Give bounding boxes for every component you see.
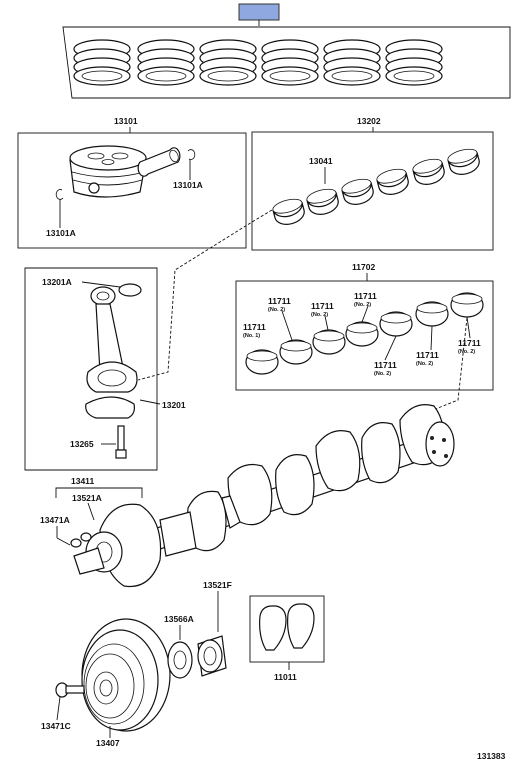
highlight-tag[interactable] (238, 3, 280, 21)
label-13201: 13201 (162, 400, 186, 410)
thrust-washer-box (249, 595, 325, 663)
label-11711-b: 11711 (311, 301, 334, 311)
crankshaft[interactable] (73, 404, 455, 588)
label-13471a: 13471A (40, 515, 70, 525)
label-13265: 13265 (70, 439, 94, 449)
damper-pulley[interactable] (81, 618, 171, 732)
label-11711-f: 11711 (416, 350, 439, 360)
piston-ring-frame (62, 26, 511, 99)
label-13041: 13041 (309, 156, 333, 166)
label-11711-c: 11711 (354, 291, 377, 301)
piston-pin[interactable] (137, 147, 181, 177)
pin-clip-left[interactable] (55, 189, 64, 200)
label-13407: 13407 (96, 738, 120, 748)
piston-box (17, 132, 247, 249)
label-13101a-right: 13101A (173, 180, 203, 190)
timing-gear[interactable] (197, 635, 227, 677)
crank-plugs[interactable] (70, 532, 92, 548)
label-11711-e-sub: (No. 2) (374, 371, 391, 377)
label-11011: 11011 (274, 672, 297, 682)
label-11711-g: 11711 (458, 338, 481, 348)
crank-sensor-plate[interactable] (167, 641, 193, 679)
label-11711-f-sub: (No. 2) (416, 361, 433, 367)
label-11711-g-sub: (No. 2) (458, 349, 475, 355)
rod-bolt[interactable] (115, 425, 127, 459)
connecting-rod-box (24, 267, 158, 471)
label-13566a: 13566A (164, 614, 194, 624)
rod-bearing-shells[interactable] (271, 147, 481, 228)
label-11711-e: 11711 (374, 360, 397, 370)
connecting-rod[interactable] (85, 286, 138, 419)
rod-bearing-box (251, 131, 494, 251)
label-11711-d: 11711 (243, 322, 266, 332)
label-13521f: 13521F (203, 580, 232, 590)
pulley-bolt[interactable] (55, 682, 85, 698)
label-13101a-left: 13101A (46, 228, 76, 238)
label-11711-b-sub: (No. 2) (311, 312, 328, 318)
main-bearing-box (235, 280, 494, 391)
label-13471c: 13471C (41, 721, 71, 731)
thrust-washers[interactable] (259, 603, 315, 651)
label-13521a: 13521A (72, 493, 102, 503)
label-13101: 13101 (114, 116, 138, 126)
piston[interactable] (69, 145, 147, 198)
pin-clip-right[interactable] (187, 149, 196, 160)
rod-bushing[interactable] (118, 283, 142, 297)
label-11702: 11702 (352, 262, 375, 272)
label-13201a: 13201A (42, 277, 72, 287)
label-13202: 13202 (357, 116, 381, 126)
label-11711-c-sub: (No. 2) (354, 302, 371, 308)
label-11711-d-sub: (No. 1) (243, 333, 260, 339)
piston-ring-sets[interactable] (73, 39, 443, 86)
illustration-id: 131383 (477, 751, 506, 761)
main-bearing-shells[interactable] (245, 292, 484, 375)
label-13411: 13411 (71, 476, 94, 486)
label-11711-a-sub: (No. 2) (268, 307, 285, 313)
label-11711-a: 11711 (268, 296, 291, 306)
